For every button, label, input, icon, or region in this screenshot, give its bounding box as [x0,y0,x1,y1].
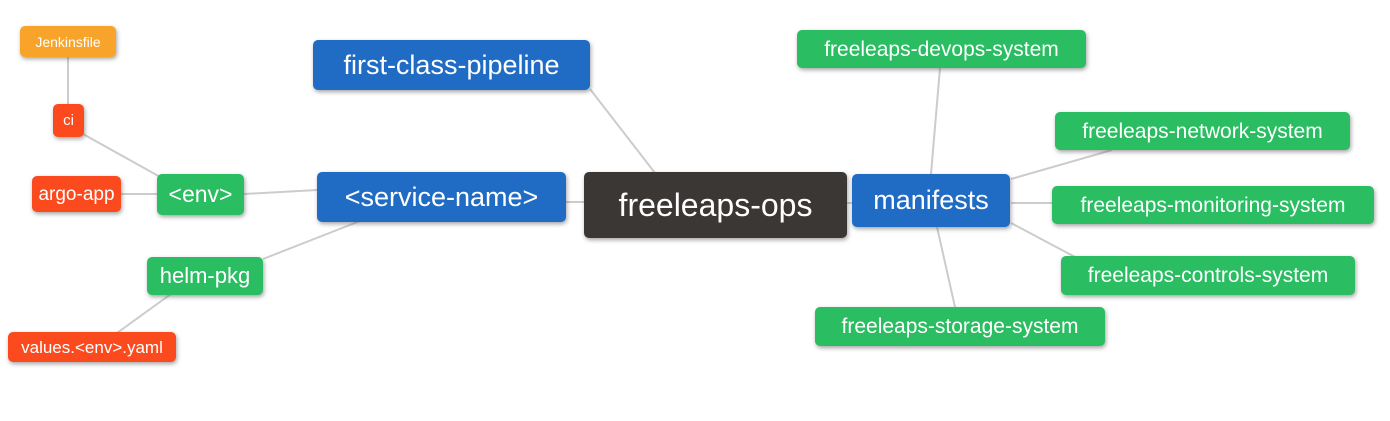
node-manifests[interactable]: manifests [852,174,1010,227]
node-freeleaps-monitoring-system[interactable]: freeleaps-monitoring-system [1052,186,1374,224]
node-freeleaps-storage-system[interactable]: freeleaps-storage-system [815,307,1105,346]
node-freeleaps-network-system[interactable]: freeleaps-network-system [1055,112,1350,150]
node-argo-app[interactable]: argo-app [32,176,121,212]
node-jenkinsfile[interactable]: Jenkinsfile [20,26,116,57]
edge-ci-env [82,133,163,179]
node-values-env-yaml[interactable]: values.<env>.yaml [8,332,176,362]
node-freeleaps-controls-system[interactable]: freeleaps-controls-system [1061,256,1355,295]
node-first-class-pipeline[interactable]: first-class-pipeline [313,40,590,90]
node-freeleaps-devops-system[interactable]: freeleaps-devops-system [797,30,1086,68]
edge-helm-pkg-values [116,293,172,334]
edge-manifests-controls [1010,222,1076,258]
edge-manifests-devops [930,67,941,175]
edge-manifests-network [1010,149,1113,180]
node-ci[interactable]: ci [53,104,84,137]
edge-env-service-name [243,189,318,195]
edge-manifests-storage [936,226,956,308]
node-helm-pkg[interactable]: helm-pkg [147,257,263,295]
node-env[interactable]: <env> [157,174,244,215]
edge-service-name-helm-pkg [262,220,361,260]
node-service-name[interactable]: <service-name> [317,172,566,222]
edge-pipeline-root [589,88,656,174]
node-freeleaps-ops-root[interactable]: freeleaps-ops [584,172,847,238]
